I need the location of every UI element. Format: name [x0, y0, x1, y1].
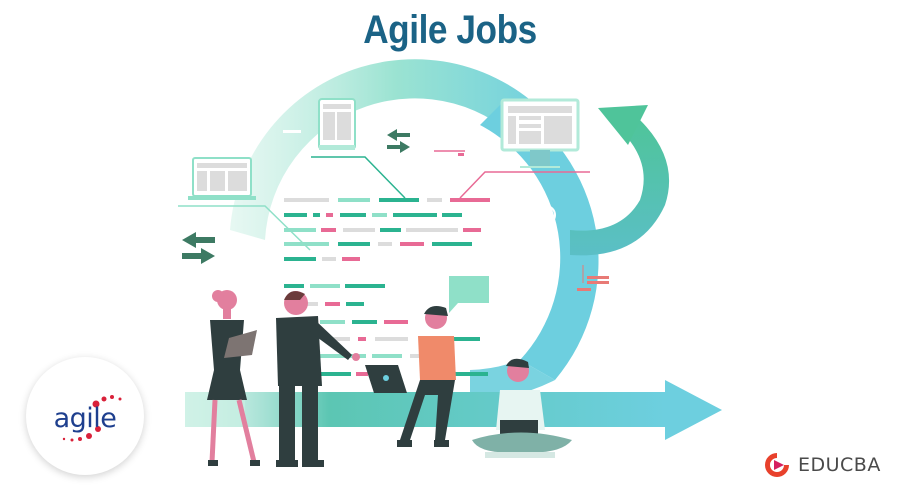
educba-logo-text: EDUCBA	[798, 454, 881, 476]
educba-logo: EDUCBA	[762, 450, 881, 480]
sync-arrows-icon	[387, 129, 410, 153]
sync-arrows-large-icon	[182, 232, 215, 264]
monitor-icon	[459, 98, 590, 199]
speech-bubble-icon	[449, 276, 489, 313]
agile-dots-icon	[62, 395, 122, 442]
man-with-laptop-sitting	[365, 306, 456, 447]
lightbulb-icon	[536, 205, 556, 233]
man-cross-legged-with-laptop	[472, 358, 572, 458]
agile-logo: agile	[26, 357, 144, 475]
laptop-icon	[178, 157, 311, 251]
educba-play-icon	[765, 453, 789, 477]
man-pointing	[276, 291, 360, 467]
woman-with-tablet	[207, 290, 260, 466]
agile-logo-text: agile	[53, 402, 117, 434]
page-title: Agile Jobs	[363, 8, 537, 52]
tablet-icon	[311, 98, 406, 199]
cycle-arrow-icon	[570, 105, 670, 256]
chart-marks-icon	[577, 265, 609, 291]
annotation-icon	[434, 150, 465, 156]
